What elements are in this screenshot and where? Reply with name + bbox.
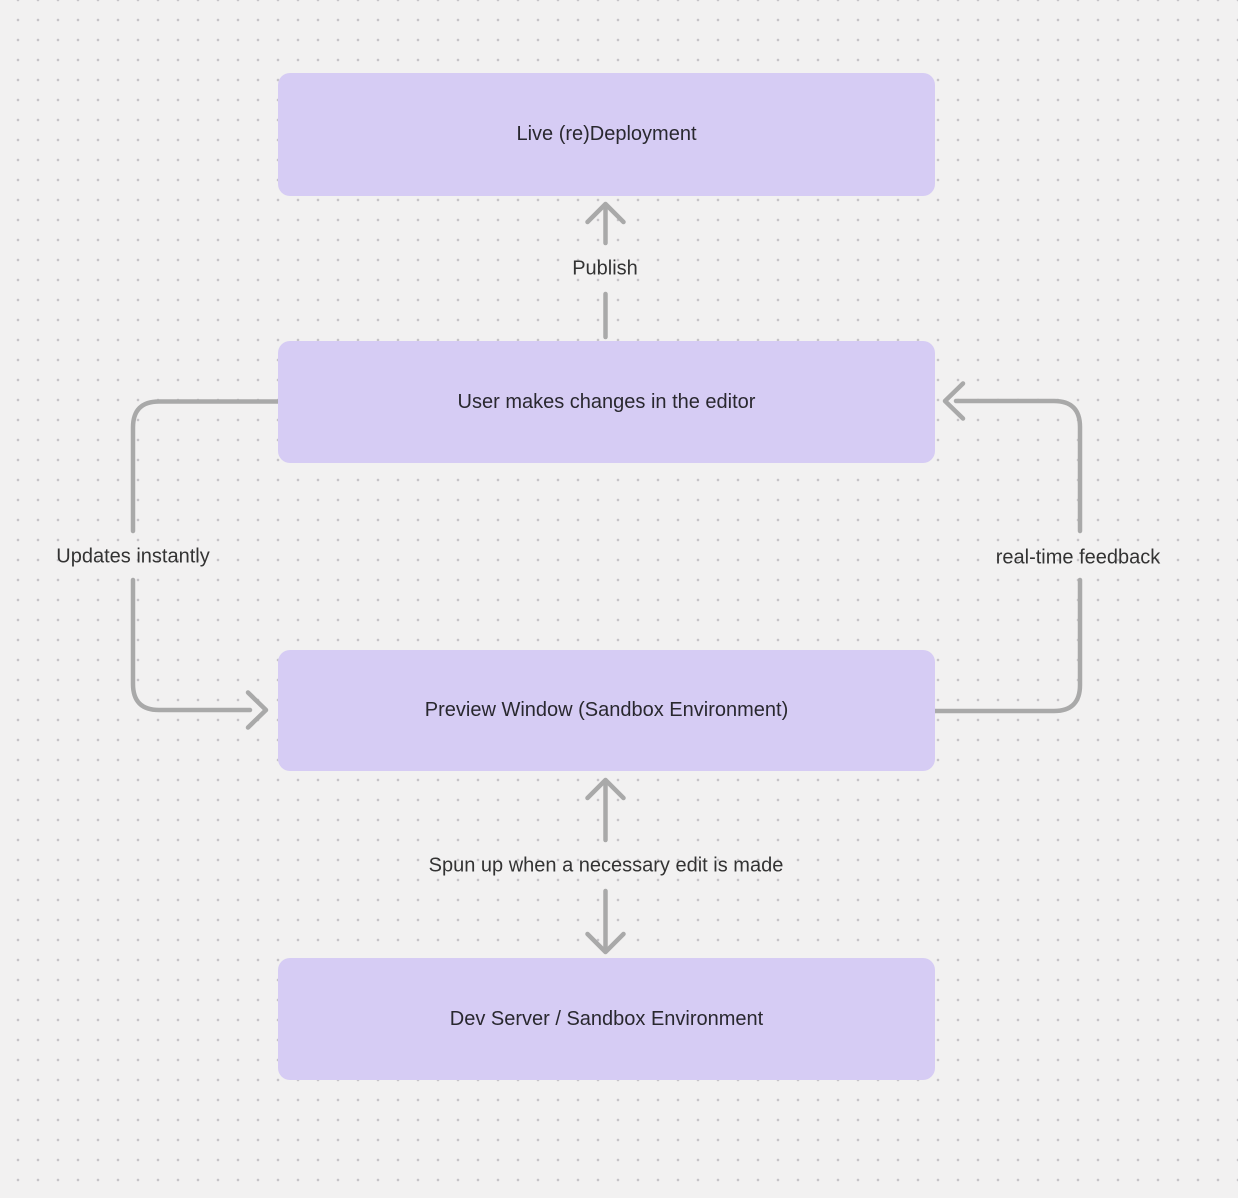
arrow-head-right-icon <box>245 690 269 730</box>
arrow-head-down-icon <box>585 931 626 955</box>
node-user-editor[interactable]: User makes changes in the editor <box>278 341 935 463</box>
edge-label-updates-instantly[interactable]: Updates instantly <box>56 545 210 568</box>
arrow-shaft <box>130 399 281 534</box>
arrow-real-time-feedback[interactable] <box>932 381 1083 714</box>
node-live-redeployment[interactable]: Live (re)Deployment <box>278 73 935 196</box>
node-label: Live (re)Deployment <box>516 123 697 145</box>
arrow-shaft <box>932 577 1083 714</box>
node-dev-server[interactable]: Dev Server / Sandbox Environment <box>278 958 935 1080</box>
node-label: Dev Server / Sandbox Environment <box>449 1007 764 1030</box>
arrow-shaft <box>953 398 1083 534</box>
arrow-shaft <box>130 577 253 713</box>
arrow-head-up-icon <box>585 201 626 225</box>
arrow-publish[interactable] <box>585 201 626 340</box>
edge-label-spun-up[interactable]: Spun up when a necessary edit is made <box>428 854 784 877</box>
edge-label-publish[interactable]: Publish <box>572 257 638 280</box>
node-label: Preview Window (Sandbox Environment) <box>424 699 789 721</box>
arrow-spun-up[interactable] <box>585 777 626 955</box>
node-label: User makes changes in the editor <box>457 390 756 413</box>
arrow-updates-instantly[interactable] <box>130 399 281 730</box>
edge-label-real-time-feedback[interactable]: real-time feedback <box>995 546 1161 569</box>
arrow-head-left-icon <box>942 381 966 421</box>
arrow-head-up-icon <box>585 777 626 801</box>
node-preview-window[interactable]: Preview Window (Sandbox Environment) <box>278 650 935 771</box>
